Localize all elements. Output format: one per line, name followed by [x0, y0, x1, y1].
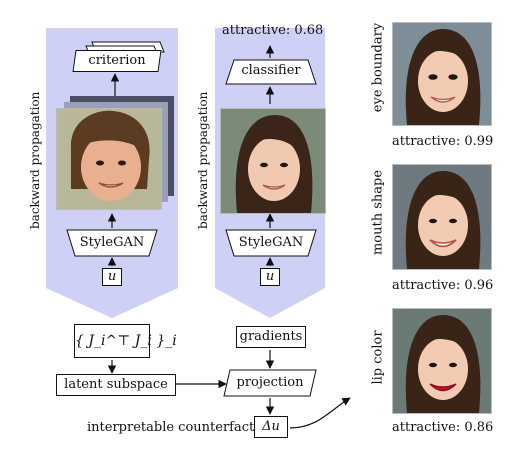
result-2-face-image — [392, 164, 492, 270]
result-1-score: attractive: 0.99 — [392, 134, 494, 149]
gradients-box: gradients — [236, 326, 306, 348]
result-1-face-image — [392, 22, 492, 126]
gradients-label: gradients — [239, 329, 303, 344]
classifier-label: classifier — [241, 63, 301, 78]
jacobian-box: { J_i^⊤ J_i }_i — [74, 324, 177, 358]
middle-u-box: u — [260, 268, 280, 286]
middle-backprop-label: backward propagation — [196, 91, 210, 229]
latent-subspace-box: latent subspace — [56, 374, 176, 396]
middle-stylegan-shape — [225, 229, 317, 257]
result-3-edit-label: lip color — [370, 330, 386, 385]
result-3-face-image — [392, 308, 492, 414]
delta-u-box: Δu — [254, 416, 288, 438]
left-u-label: u — [107, 269, 117, 284]
result-2-edit-label: mouth shape — [370, 169, 386, 256]
delta-u-label: Δu — [262, 419, 280, 434]
result-2-score: attractive: 0.96 — [392, 278, 494, 293]
middle-stylegan-label: StyleGAN — [238, 235, 304, 250]
left-stylegan-label: StyleGAN — [79, 235, 145, 250]
counterfact-label: interpretable counterfact — [87, 420, 255, 435]
left-u-box: u — [102, 268, 122, 286]
left-backprop-label: backward propagation — [28, 91, 42, 229]
result-3-score: attractive: 0.86 — [392, 420, 494, 435]
jacobian-label: { J_i^⊤ J_i }_i — [75, 333, 177, 349]
child-face-image — [56, 108, 162, 210]
classifier-shape — [225, 59, 317, 85]
latent-subspace-label: latent subspace — [64, 377, 168, 392]
middle-score-label: attractive: 0.68 — [222, 23, 324, 38]
projection-label: projection — [236, 375, 304, 390]
woman-face-image — [220, 108, 326, 214]
left-stylegan-shape — [66, 229, 158, 257]
result-1-edit-label: eye boundary — [370, 22, 386, 113]
middle-u-label: u — [265, 269, 275, 284]
criterion-label: criterion — [88, 53, 146, 68]
red-lip-mark — [429, 383, 457, 392]
